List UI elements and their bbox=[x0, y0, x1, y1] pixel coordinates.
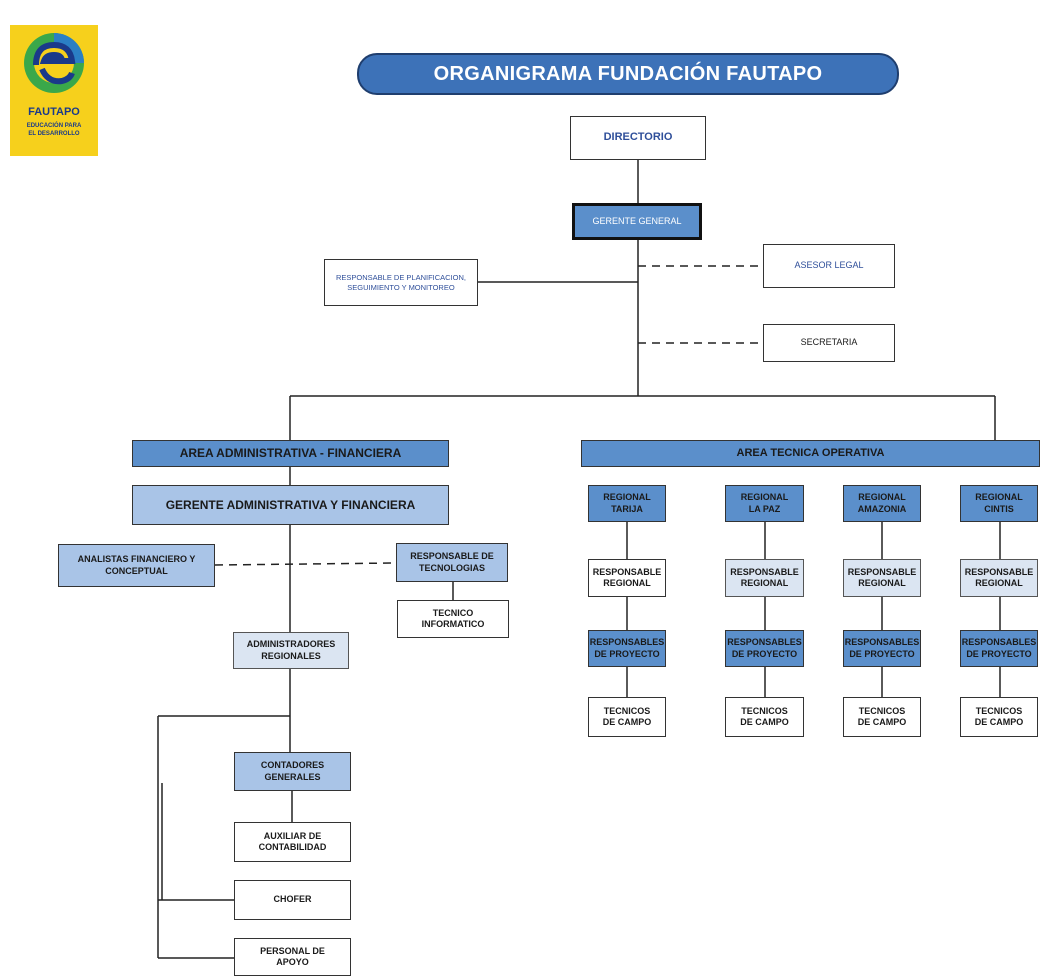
node-regional-cintis: REGIONAL CINTIS bbox=[960, 485, 1038, 522]
node-auxiliar-contabilidad: AUXILIAR DE CONTABILIDAD bbox=[234, 822, 351, 862]
node-asesor-legal: ASESOR LEGAL bbox=[763, 244, 895, 288]
node-gerente-administrativa: GERENTE ADMINISTRATIVA Y FINANCIERA bbox=[132, 485, 449, 525]
node-tecnicos-campo-amazonia: TECNICOS DE CAMPO bbox=[843, 697, 921, 737]
node-chofer: CHOFER bbox=[234, 880, 351, 920]
node-responsables-proyecto-amazonia: RESPONSABLES DE PROYECTO bbox=[843, 630, 921, 667]
node-tecnicos-campo-cintis: TECNICOS DE CAMPO bbox=[960, 697, 1038, 737]
node-administradores-regionales: ADMINISTRADORES REGIONALES bbox=[233, 632, 349, 669]
node-responsable-regional-cintis: RESPONSABLE REGIONAL bbox=[960, 559, 1038, 597]
node-responsable-regional-la-paz: RESPONSABLE REGIONAL bbox=[725, 559, 804, 597]
chart-title: ORGANIGRAMA FUNDACIÓN FAUTAPO bbox=[357, 53, 899, 95]
node-responsables-proyecto-cintis: RESPONSABLES DE PROYECTO bbox=[960, 630, 1038, 667]
node-responsable-regional-tarija: RESPONSABLE REGIONAL bbox=[588, 559, 666, 597]
node-tecnicos-campo-la-paz: TECNICOS DE CAMPO bbox=[725, 697, 804, 737]
node-responsables-proyecto-la-paz: RESPONSABLES DE PROYECTO bbox=[725, 630, 804, 667]
node-regional-tarija: REGIONAL TARIJA bbox=[588, 485, 666, 522]
logo-tagline-line-2: EL DESARROLLO bbox=[28, 130, 80, 137]
logo-tagline-line-1: EDUCACIÓN PARA bbox=[26, 123, 82, 129]
node-area-tecnica: AREA TECNICA OPERATIVA bbox=[581, 440, 1040, 467]
node-responsable-tecnologias: RESPONSABLE DE TECNOLOGIAS bbox=[396, 543, 508, 582]
node-gerente-general: GERENTE GENERAL bbox=[572, 203, 702, 240]
node-analistas: ANALISTAS FINANCIERO Y CONCEPTUAL bbox=[58, 544, 215, 587]
node-regional-la-paz: REGIONAL LA PAZ bbox=[725, 485, 804, 522]
node-tecnico-informatico: TECNICO INFORMATICO bbox=[397, 600, 509, 638]
fautapo-logo: FAUTAPO EDUCACIÓN PARA EL DESARROLLO bbox=[10, 25, 98, 156]
node-planificacion: RESPONSABLE DE PLANIFICACION, SEGUIMIENT… bbox=[324, 259, 478, 306]
logo-tagline: EDUCACIÓN PARA EL DESARROLLO bbox=[14, 123, 94, 139]
logo-name: FAUTAPO bbox=[28, 106, 80, 118]
node-contadores-generales: CONTADORES GENERALES bbox=[234, 752, 351, 791]
node-area-administrativa: AREA ADMINISTRATIVA - FINANCIERA bbox=[132, 440, 449, 467]
node-directorio: DIRECTORIO bbox=[570, 116, 706, 160]
node-secretaria: SECRETARIA bbox=[763, 324, 895, 362]
node-regional-amazonia: REGIONAL AMAZONIA bbox=[843, 485, 921, 522]
node-tecnicos-campo-tarija: TECNICOS DE CAMPO bbox=[588, 697, 666, 737]
node-personal-apoyo: PERSONAL DE APOYO bbox=[234, 938, 351, 976]
node-responsable-regional-amazonia: RESPONSABLE REGIONAL bbox=[843, 559, 921, 597]
fautapo-emblem-icon bbox=[24, 33, 84, 93]
node-responsables-proyecto-tarija: RESPONSABLES DE PROYECTO bbox=[588, 630, 666, 667]
